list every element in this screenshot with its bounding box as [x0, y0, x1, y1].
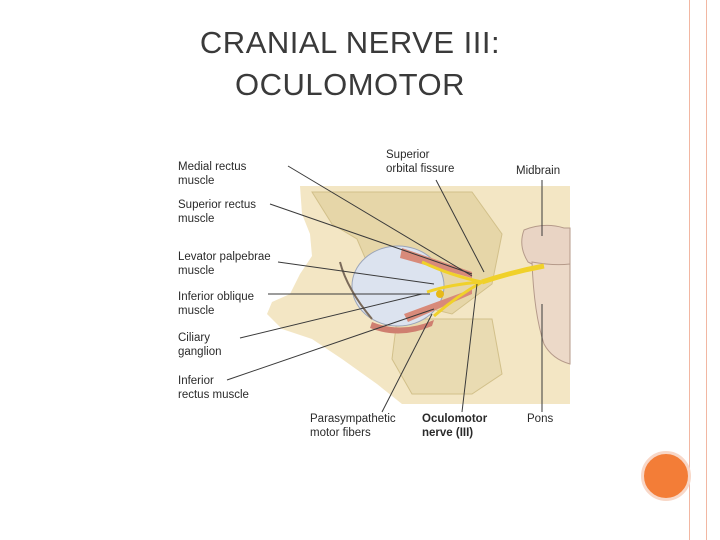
label-inferior-rectus: Inferior rectus muscle	[178, 375, 249, 401]
title-line-1: CRANIAL NERVE III:	[199, 25, 501, 60]
slide-title: CRANIAL NERVE III: OCULOMOTOR	[120, 22, 580, 106]
label-midbrain: Midbrain	[516, 165, 560, 177]
nerve-branch-lower	[433, 280, 483, 318]
title-line-2: OCULOMOTOR	[234, 67, 466, 102]
label-oculomotor-nerve: Oculomotor nerve (III)	[422, 413, 490, 439]
label-pons: Pons	[527, 413, 553, 425]
label-parasympathetic: Parasympathetic motor fibers	[310, 413, 399, 439]
label-medial-rectus: Medial rectus muscle	[178, 161, 250, 187]
skull-illustration	[267, 186, 571, 404]
label-superior-orbital-fissure: Superior orbital fissure	[386, 149, 454, 175]
midbrain-shape	[521, 224, 571, 270]
oculomotor-nerve-trunk	[481, 263, 545, 285]
ciliary-ganglion-shape	[436, 290, 444, 298]
eyelid	[339, 261, 373, 320]
slide-border-right	[706, 0, 707, 540]
label-superior-rectus: Superior rectus muscle	[178, 199, 259, 225]
leader-lines	[226, 165, 543, 413]
label-inferior-oblique: Inferior oblique muscle	[178, 291, 257, 317]
nerve-branch-mid	[426, 280, 483, 294]
inferior-oblique-shape	[370, 320, 434, 334]
decorative-orange-circle	[641, 451, 691, 501]
slide-border-left	[689, 0, 690, 540]
pons-shape	[531, 261, 571, 365]
label-ciliary-ganglion: Ciliary ganglion	[178, 332, 221, 358]
label-levator-palpebrae: Levator palpebrae muscle	[178, 251, 274, 277]
oculomotor-nerve-diagram: Medial rectus muscle Superior rectus mus…	[178, 149, 571, 439]
